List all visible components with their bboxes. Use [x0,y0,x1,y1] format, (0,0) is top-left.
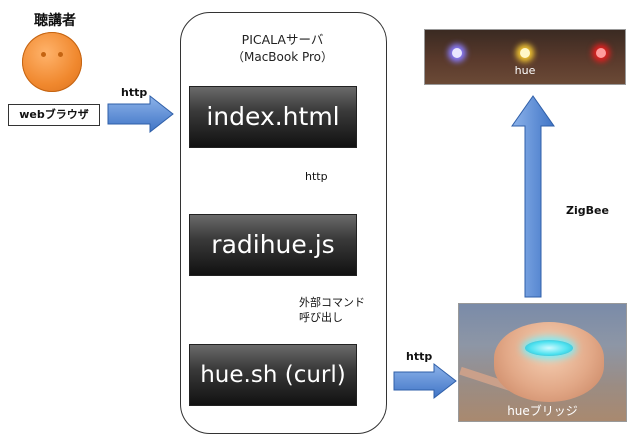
hue-lamps-photo: hue [424,29,626,85]
zigbee-label: ZigBee [566,204,609,217]
bridge-photo-label: hueブリッジ [507,404,578,418]
radihue-js-box: radihue.js [189,214,357,276]
left-eye [41,52,46,57]
arrow-browser-to-server [107,94,174,134]
blue-bulb [452,48,462,58]
bridge-body [494,322,604,402]
external-command-label-1: 外部コマンド [299,296,365,309]
bridge-light-ring [525,340,573,356]
arrow-hue-sh-to-bridge [393,362,457,400]
red-bulb [596,48,606,58]
hue-photo-label: hue [514,64,536,77]
server-title: PICALAサーバ [241,32,324,47]
hue-sh-http-label: http [406,350,433,363]
listener-label: 聴講者 [34,13,76,29]
face-icon [22,32,82,92]
browser-http-label: http [121,86,148,99]
right-eye [58,52,63,57]
index-to-radihue-label: http [305,170,328,183]
hue-sh-box: hue.sh (curl) [189,344,357,406]
yellow-bulb [520,48,530,58]
index-html-box: index.html [189,86,357,148]
server-subtitle: （MacBook Pro） [231,50,334,64]
hue-bridge-photo: hueブリッジ [458,303,627,422]
arrow-bridge-to-hue [511,95,555,298]
web-browser-box: webブラウザ [8,104,100,126]
external-command-label-2: 呼び出し [299,311,343,324]
